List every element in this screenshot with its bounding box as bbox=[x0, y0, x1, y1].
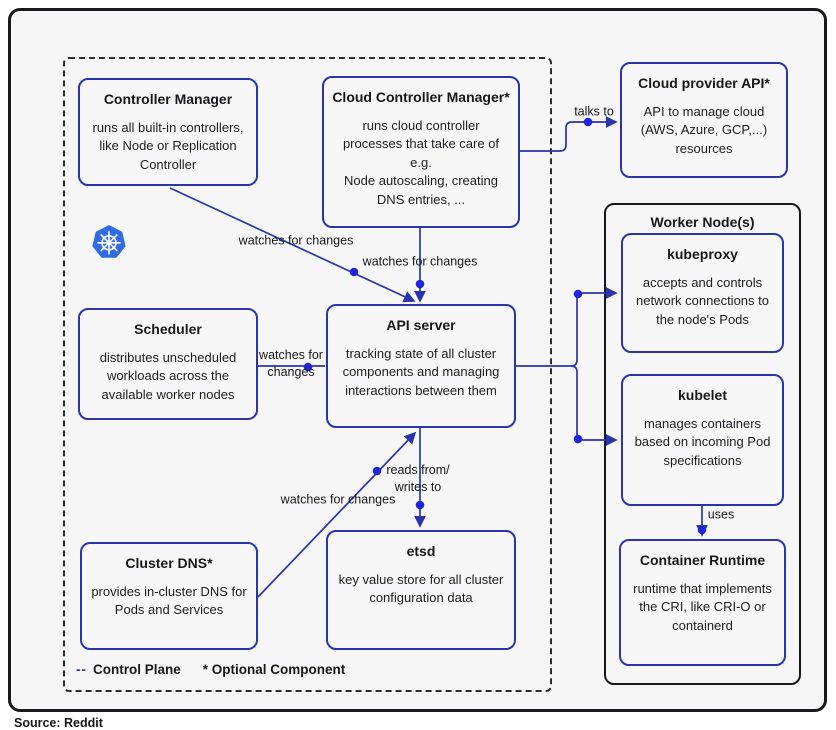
controller-manager-body: runs all built-in controllers, like Node… bbox=[92, 120, 244, 172]
edge-label-talks-to: talks to bbox=[574, 104, 614, 119]
kubeproxy-title: kubeproxy bbox=[667, 246, 738, 262]
scheduler-body: distributes unscheduled workloads across… bbox=[99, 350, 237, 402]
cloud-provider-api-title: Cloud provider API* bbox=[638, 75, 770, 91]
scheduler-box: Scheduler distributes unscheduled worklo… bbox=[78, 308, 258, 420]
edge-label-dns-watches: watches for changes bbox=[280, 492, 396, 507]
etsd-body: key value store for all cluster configur… bbox=[338, 572, 504, 606]
cloud-controller-manager-box: Cloud Controller Manager* runs cloud con… bbox=[322, 76, 520, 228]
cluster-dns-body: provides in-cluster DNS for Pods and Ser… bbox=[91, 584, 247, 618]
source-caption: Source: Reddit bbox=[14, 716, 103, 730]
edge-label-uses: uses bbox=[707, 507, 735, 522]
scheduler-title: Scheduler bbox=[134, 321, 202, 337]
legend: -- Control Plane * Optional Component bbox=[76, 662, 345, 677]
control-plane-container bbox=[63, 57, 552, 692]
edge-label-cm-watches: watches for changes bbox=[238, 233, 354, 248]
kubeproxy-box: kubeproxy accepts and controls network c… bbox=[621, 233, 784, 353]
container-runtime-body: runtime that implements the CRI, like CR… bbox=[633, 581, 772, 633]
container-runtime-title: Container Runtime bbox=[639, 552, 766, 568]
cluster-dns-title: Cluster DNS* bbox=[125, 555, 213, 571]
kubelet-title: kubelet bbox=[677, 387, 727, 403]
edge-label-reads-writes: reads from/ writes to bbox=[386, 463, 450, 494]
container-runtime-box: Container Runtime runtime that implement… bbox=[619, 539, 786, 666]
etsd-title: etsd bbox=[406, 543, 436, 559]
api-server-title: API server bbox=[386, 317, 456, 333]
legend-control-plane-label: Control Plane bbox=[93, 662, 181, 677]
kubeproxy-body: accepts and controls network connections… bbox=[636, 275, 769, 327]
edge-label-scheduler-watches: watches for changes bbox=[259, 348, 323, 379]
kubernetes-logo-icon bbox=[92, 225, 126, 258]
kubelet-box: kubelet manages containers based on inco… bbox=[621, 374, 784, 506]
worker-node-container: Worker Node(s) bbox=[604, 203, 801, 685]
cloud-provider-api-body: API to manage cloud (AWS, Azure, GCP,...… bbox=[640, 104, 768, 156]
kubelet-body: manages containers based on incoming Pod… bbox=[634, 416, 771, 468]
legend-control-plane: -- Control Plane bbox=[76, 662, 181, 677]
edge-label-ccm-watches: watches for changes bbox=[362, 254, 478, 269]
api-server-box: API server tracking state of all cluster… bbox=[326, 304, 516, 428]
cloud-controller-manager-title: Cloud Controller Manager* bbox=[332, 89, 510, 105]
api-server-body: tracking state of all cluster components… bbox=[342, 346, 500, 398]
legend-optional-component: * Optional Component bbox=[202, 662, 346, 677]
etsd-box: etsd key value store for all cluster con… bbox=[326, 530, 516, 650]
worker-node-title: Worker Node(s) bbox=[650, 214, 755, 230]
cluster-dns-box: Cluster DNS* provides in-cluster DNS for… bbox=[80, 542, 258, 650]
cloud-provider-api-box: Cloud provider API* API to manage cloud … bbox=[620, 62, 788, 178]
legend-control-plane-dash: -- bbox=[76, 662, 87, 677]
cloud-controller-manager-body: runs cloud controller processes that tak… bbox=[342, 118, 500, 207]
controller-manager-box: Controller Manager runs all built-in con… bbox=[78, 78, 258, 186]
controller-manager-title: Controller Manager bbox=[103, 91, 233, 107]
